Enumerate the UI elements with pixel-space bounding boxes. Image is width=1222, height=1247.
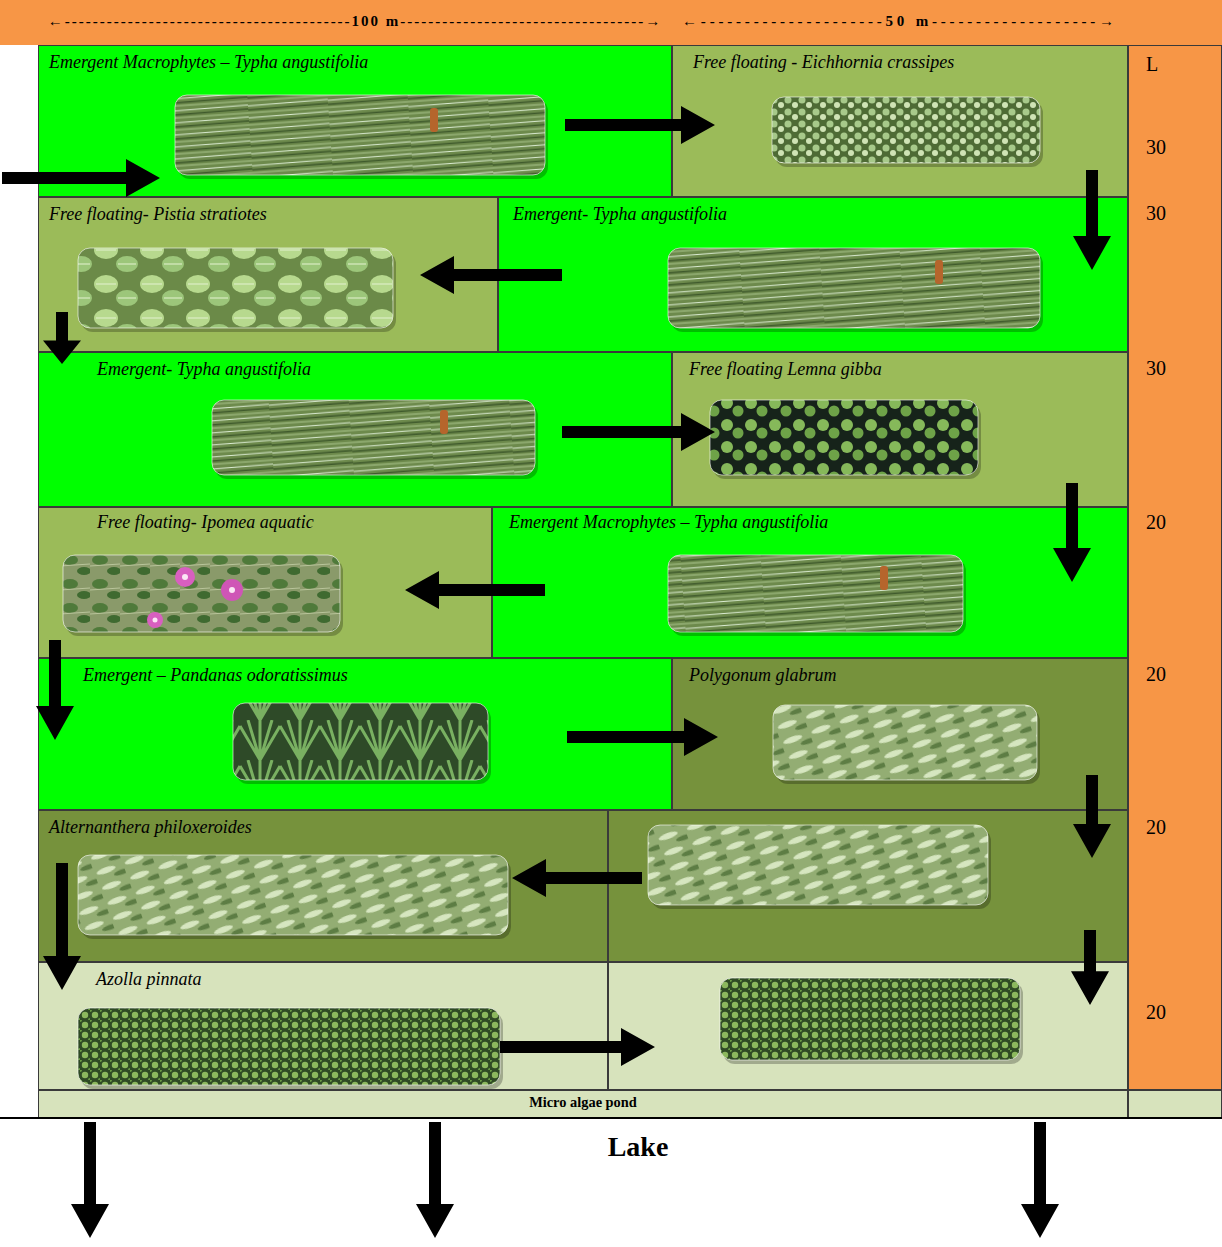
depth-label: 30 bbox=[1146, 135, 1206, 159]
flow-arrow bbox=[567, 718, 718, 756]
pond-band: Micro algae pond bbox=[38, 1090, 1128, 1118]
depth-label: 20 bbox=[1146, 662, 1206, 686]
plant-label: Emergent- Typha angustifolia bbox=[97, 359, 613, 381]
depth-label: 20 bbox=[1146, 815, 1206, 839]
plant-photo bbox=[78, 1008, 503, 1089]
plant-label: Emergent- Typha angustifolia bbox=[513, 204, 1069, 226]
flow-arrow bbox=[562, 413, 715, 451]
ipomea-flower bbox=[153, 618, 158, 623]
pond-band bbox=[1128, 1090, 1222, 1118]
plant-label: Emergent Macrophytes – Typha angustifoli… bbox=[49, 52, 613, 74]
cattail-spike bbox=[430, 108, 438, 132]
lake-label: Lake bbox=[538, 1130, 738, 1164]
ipomea-flower bbox=[182, 574, 188, 580]
flow-arrow bbox=[71, 1122, 109, 1238]
plant-label: Free floating- Ipomea aquatic bbox=[97, 512, 433, 534]
plant-photo bbox=[212, 400, 538, 479]
plant-photo bbox=[773, 705, 1040, 784]
plant-photo bbox=[78, 855, 511, 939]
plant-label: Free floating- Pistia stratiotes bbox=[49, 204, 439, 226]
typha-photo bbox=[668, 555, 963, 632]
plant-photo bbox=[78, 248, 396, 332]
lemna-photo bbox=[710, 400, 978, 475]
flow-arrow bbox=[1073, 170, 1111, 270]
azolla-photo bbox=[720, 978, 1020, 1060]
flow-arrow bbox=[512, 859, 642, 897]
flow-arrow bbox=[416, 1122, 454, 1238]
flow-arrow bbox=[43, 312, 81, 364]
typha-photo bbox=[212, 400, 535, 475]
flow-arrow bbox=[1053, 483, 1091, 582]
typha-photo bbox=[668, 248, 1040, 328]
azolla-photo bbox=[78, 1008, 500, 1085]
flow-arrow bbox=[565, 106, 715, 144]
flow-arrow bbox=[2, 159, 160, 197]
depth-label: L bbox=[1146, 52, 1206, 76]
cattail-spike bbox=[440, 410, 448, 434]
typha-photo bbox=[175, 95, 545, 175]
ipomea-flower bbox=[221, 579, 243, 601]
ipomea-flower bbox=[175, 567, 195, 587]
ipomea-flower bbox=[147, 612, 163, 628]
flow-arrow bbox=[1071, 930, 1109, 1005]
depth-label: 30 bbox=[1146, 201, 1206, 225]
alternanthera-photo bbox=[648, 825, 988, 905]
flow-arrow bbox=[36, 640, 74, 740]
plant-photo bbox=[668, 248, 1043, 332]
plant-photo bbox=[710, 400, 981, 479]
shore-line bbox=[0, 1117, 1222, 1119]
cattail-spike bbox=[880, 566, 888, 590]
ipomea-photo bbox=[63, 555, 340, 632]
pond-label: Micro algae pond bbox=[39, 1094, 1127, 1111]
plant-label: Polygonum glabrum bbox=[689, 665, 1069, 687]
plant-label: Emergent Macrophytes – Typha angustifoli… bbox=[509, 512, 1069, 534]
ipomea-flower bbox=[229, 587, 235, 593]
plant-label: Azolla pinnata bbox=[96, 969, 549, 991]
plant-photo bbox=[63, 555, 343, 636]
plant-photo bbox=[668, 555, 966, 636]
dimension-label: ←---------------------------------------… bbox=[40, 12, 670, 30]
depth-label: 30 bbox=[1146, 356, 1206, 380]
flow-arrow bbox=[420, 256, 562, 294]
depth-label: 20 bbox=[1146, 1000, 1206, 1024]
plant-label: Free floating Lemna gibba bbox=[689, 359, 1069, 381]
plant-photo bbox=[772, 97, 1043, 167]
eichhornia-photo bbox=[772, 97, 1040, 163]
plant-photo bbox=[175, 95, 548, 179]
flow-arrow bbox=[1073, 775, 1111, 858]
plant-photo bbox=[233, 703, 491, 784]
plant-photo bbox=[720, 978, 1023, 1064]
pistia-photo bbox=[78, 248, 393, 328]
alternanthera-photo bbox=[78, 855, 508, 935]
plant-photo bbox=[648, 825, 991, 909]
depth-column bbox=[1128, 45, 1222, 1090]
flow-arrow bbox=[405, 571, 545, 609]
dimension-label: ←---------------------50 m--------------… bbox=[674, 12, 1126, 30]
plant-label: Alternanthera philoxeroides bbox=[49, 817, 549, 839]
cattail-spike bbox=[935, 260, 943, 284]
flow-arrow bbox=[500, 1028, 655, 1066]
depth-label: 20 bbox=[1146, 510, 1206, 534]
flow-arrow bbox=[43, 863, 81, 990]
pandanus-photo bbox=[233, 703, 488, 780]
plant-label: Emergent – Pandanas odoratissimus bbox=[83, 665, 613, 687]
plant-label: Free floating - Eichhornia crassipes bbox=[693, 52, 1069, 74]
flow-arrow bbox=[1021, 1122, 1059, 1238]
polygonum-photo bbox=[773, 705, 1037, 780]
